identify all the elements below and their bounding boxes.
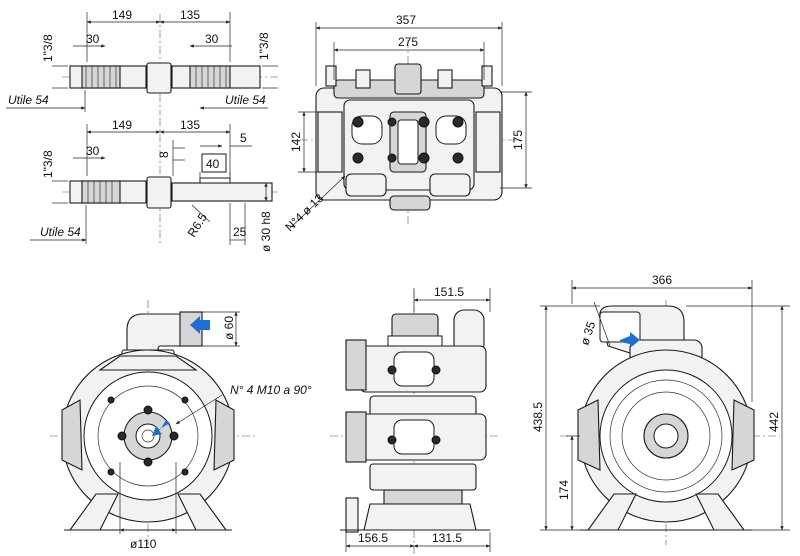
top-height-inner: 142	[289, 132, 303, 152]
rear-outlet-diameter: ø 35	[578, 319, 599, 346]
rear-height-center: 438.5	[531, 402, 545, 432]
shaft2-key-length: 40	[206, 157, 220, 171]
front-inlet-diameter: ø 60	[222, 316, 236, 340]
shaft1-spline-left: 30	[86, 32, 100, 46]
shaft1-useful-right: Utile 54	[225, 93, 266, 107]
pump-rear-view: 366 ø 35 438.5 174 442	[531, 273, 790, 545]
shaft-view-keyed: 149 135 30 1"3/8 8 5 40 Utile 54 R6.5 25…	[30, 118, 280, 252]
pump-front-view: ø 60 N° 4 M10 a 90° ø110	[50, 300, 312, 551]
shaft1-dim-left: 149	[112, 8, 132, 22]
top-width-outer: 357	[396, 13, 416, 27]
shaft2-shoulder: 25	[233, 225, 247, 239]
front-bolts: N° 4 M10 a 90°	[230, 383, 312, 397]
shaft2-diameter: ø 30 h8	[259, 211, 273, 252]
shaft2-key-depth: 5	[240, 131, 247, 145]
pump-side-view: 151.5 156.5 131.5	[330, 285, 500, 555]
rear-axis-height: 174	[557, 480, 571, 500]
shaft2-useful: Utile 54	[40, 225, 81, 239]
rear-width: 366	[652, 273, 672, 287]
shaft2-spline: 30	[86, 144, 100, 158]
side-base-right: 131.5	[432, 531, 462, 545]
shaft2-dim-left: 149	[112, 118, 132, 132]
pump-top-view: 357 275 142 175 N°4 ø 13	[282, 13, 532, 234]
side-offset-top: 151.5	[434, 285, 464, 299]
front-pilot-diameter: ø110	[130, 537, 157, 551]
rear-height-total: 442	[767, 412, 781, 432]
shaft2-dim-right: 135	[180, 118, 200, 132]
top-width-inner: 275	[398, 35, 418, 49]
side-base-left: 156.5	[358, 531, 388, 545]
shaft1-spline-right: 30	[205, 32, 219, 46]
shaft2-key-width: 8	[157, 151, 171, 158]
top-height-outer: 175	[511, 130, 525, 150]
shaft2-thread: 1"3/8	[41, 150, 55, 178]
shaft1-useful-left: Utile 54	[8, 93, 49, 107]
shaft1-dim-right: 135	[180, 8, 200, 22]
top-holes: N°4 ø 13	[282, 191, 326, 234]
shaft1-thread-left: 1"3/8	[41, 34, 55, 62]
shaft2-fillet: R6.5	[185, 210, 210, 239]
shaft-view-top: 149 135 30 30 1"3/8 1"3/8 Utile 54 Utile…	[6, 8, 280, 115]
shaft1-thread-right: 1"3/8	[257, 32, 271, 60]
